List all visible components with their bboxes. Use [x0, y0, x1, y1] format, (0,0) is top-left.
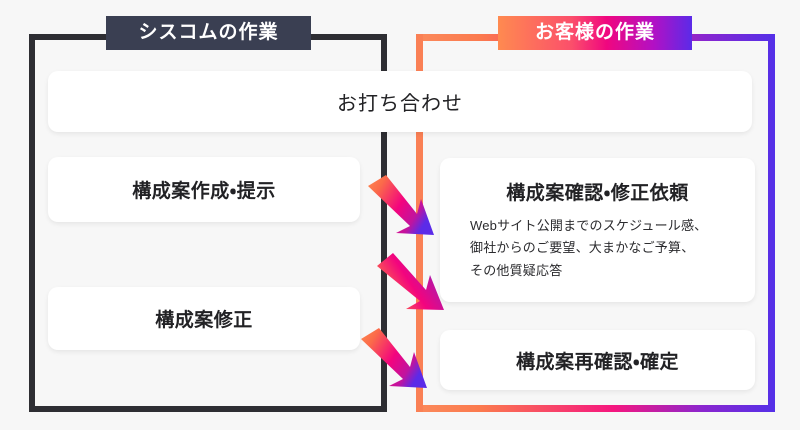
vendor-section-label: シスコムの作業 [106, 16, 311, 50]
card-proposal-check-body: Webサイト公開までのスケジュール感、 御社からのご要望、大まかなご予算、 その… [470, 218, 708, 278]
card-proposal-check: 構成案確認・修正依頼 Webサイト公開までのスケジュール感、 御社からのご要望、… [440, 158, 755, 302]
customer-section-label: お客様の作業 [498, 16, 692, 50]
card-meeting: お打ち合わせ [48, 71, 752, 132]
card-proposal-check-title: 構成案確認・修正依頼 [506, 183, 689, 204]
card-proposal-create: 構成案作成・提示 [48, 157, 360, 222]
card-proposal-confirm: 構成案再確認・確定 [440, 330, 755, 390]
card-proposal-create-title: 構成案作成・提示 [132, 181, 276, 202]
card-meeting-title: お打ち合わせ [337, 93, 463, 115]
card-proposal-revise-title: 構成案修正 [155, 310, 253, 331]
card-proposal-revise: 構成案修正 [48, 287, 360, 350]
card-proposal-confirm-title: 構成案再確認・確定 [516, 351, 679, 373]
